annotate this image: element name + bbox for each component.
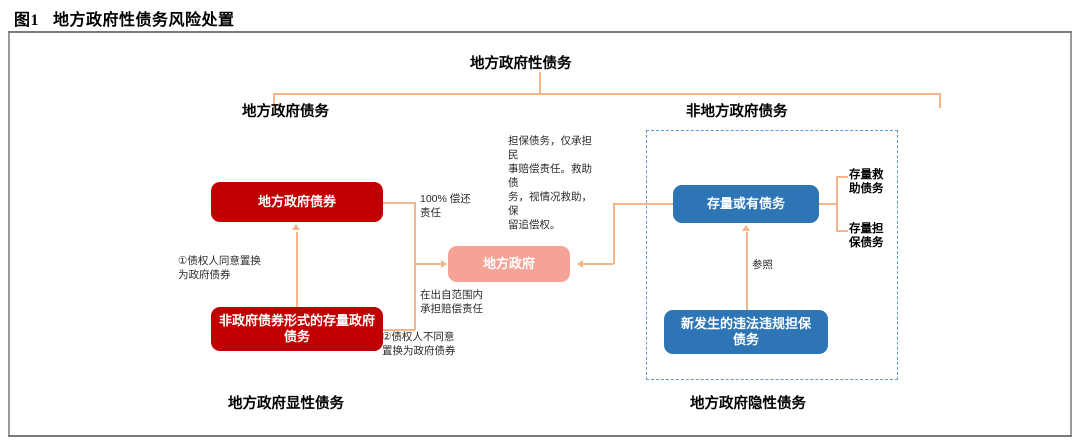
node-stock-contingent-debt[interactable]: 存量或有债务	[673, 185, 819, 223]
contingent-split-connector-v	[836, 176, 838, 231]
stockdebt-to-gov-connector-h	[383, 329, 415, 331]
frame-left-border	[8, 33, 10, 435]
right-branch-connector	[939, 93, 941, 108]
bond-to-gov-arrow-icon	[441, 260, 447, 268]
node-local-government[interactable]: 地方政府	[448, 246, 570, 282]
bond-to-gov-connector-h1	[383, 202, 415, 204]
footer-explicit-debt: 地方政府显性债务	[228, 396, 344, 412]
caption-divider	[8, 31, 1072, 33]
right-branch-label: 非地方政府债务	[686, 104, 788, 120]
figure-label: 图1	[14, 12, 40, 29]
rescue-debt-connector	[836, 176, 848, 178]
guarantee-debt-connector	[836, 230, 848, 232]
bond-to-gov-connector-v	[414, 202, 416, 264]
footer-implicit-debt: 地方政府隐性债务	[690, 396, 806, 412]
left-branch-connector	[273, 93, 275, 108]
node-non-bond-stock-debt[interactable]: 非政府债券形式的存量政府债务	[211, 307, 383, 351]
label-stock-guarantee-debt: 存量担 保债务	[849, 223, 884, 249]
root-node-label: 地方政府性债务	[470, 56, 572, 72]
contingent-to-gov-connector-v	[613, 203, 615, 264]
contingent-to-gov-connector-h2	[583, 263, 614, 265]
stockdebt-to-gov-connector-v	[414, 265, 416, 330]
implicit-debt-region	[646, 130, 898, 380]
contingent-to-gov-arrow-icon	[577, 260, 583, 268]
annotation-creditor-disagree: ②债权人不同意 置换为政府债券	[382, 331, 456, 357]
frame-right-border	[1070, 33, 1072, 435]
root-spread-connector	[273, 93, 940, 95]
annotation-reference: 参照	[752, 259, 773, 271]
annotation-guarantee-note: 担保债务，仅承担民 事赔偿责任。救助债 务，视情况救助，保 留追偿权。	[508, 135, 592, 231]
annotation-liability-scope: 在出自范围内 承担赔偿责任	[420, 289, 483, 315]
figure-caption: 图1 地方政府性债务风险处置	[14, 6, 235, 30]
annotation-creditor-agree: ①债权人同意置换 为政府债券	[178, 255, 261, 281]
node-local-gov-bond[interactable]: 地方政府债券	[211, 182, 383, 222]
root-stem-connector	[539, 72, 541, 94]
figure-title: 地方政府性债务风险处置	[53, 12, 235, 29]
red-boxes-arrow-up-icon	[292, 224, 300, 230]
label-stock-rescue-debt: 存量救 助债务	[849, 169, 884, 195]
contingent-to-gov-connector-h1	[613, 203, 673, 205]
contingent-split-connector-h	[819, 203, 837, 205]
annotation-repay-100: 100% 偿还 责任	[420, 193, 471, 219]
red-boxes-connector	[296, 232, 298, 307]
node-new-illegal-guarantee-debt[interactable]: 新发生的违法违规担保 债务	[664, 310, 828, 354]
blue-boxes-arrow-up-icon	[742, 225, 750, 231]
blue-boxes-connector	[746, 232, 748, 310]
frame-bottom-border	[8, 435, 1072, 437]
bond-to-gov-connector-h2	[414, 263, 442, 265]
left-branch-label: 地方政府债务	[242, 104, 329, 120]
